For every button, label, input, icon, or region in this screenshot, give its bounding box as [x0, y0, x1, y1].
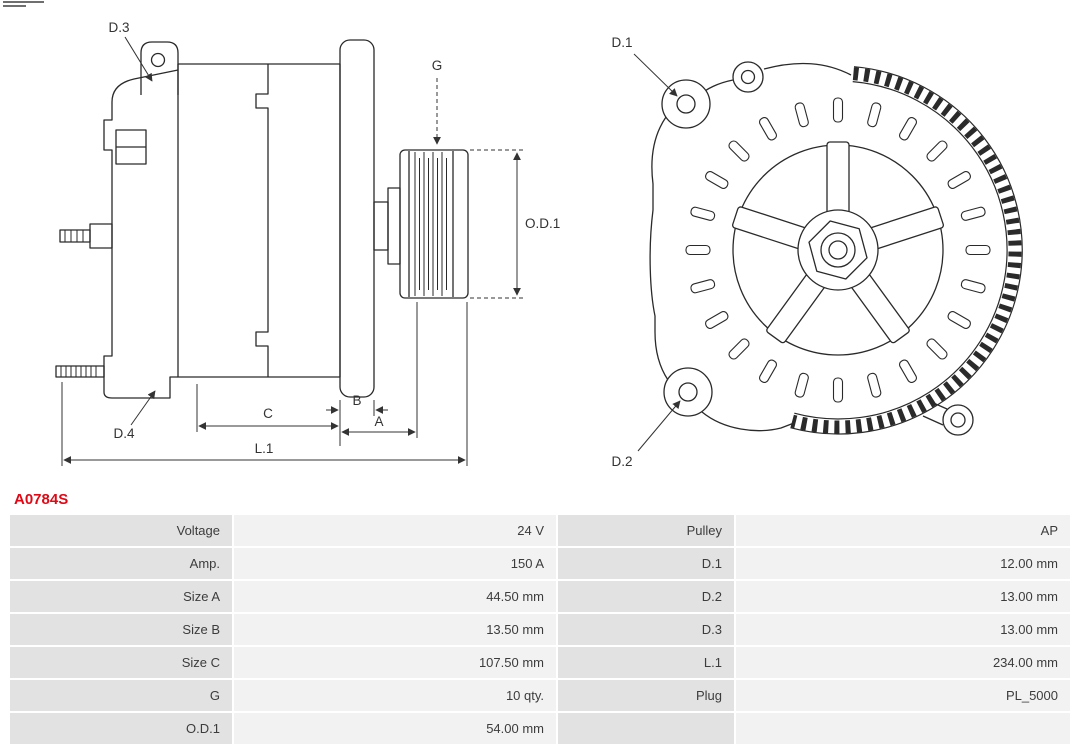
spec-label-cell — [558, 713, 734, 744]
dim-label-g: G — [432, 58, 443, 73]
mounting-hole-d2 — [678, 382, 698, 402]
spec-value-cell: 234.00 mm — [736, 647, 1070, 678]
spec-label-cell: Voltage — [10, 515, 232, 546]
d1-arrow — [633, 53, 678, 97]
threaded-stud — [55, 365, 105, 378]
pulley — [399, 149, 469, 299]
spec-label-cell: D.1 — [558, 548, 734, 579]
technical-drawing: D.3 D.4 G O.D.1 C B A L.1 — [3, 1, 1023, 469]
ear-hole — [150, 52, 166, 68]
vent-slots — [685, 97, 991, 403]
spec-label-cell: D.3 — [558, 614, 734, 645]
spec-value-cell: 12.00 mm — [736, 548, 1070, 579]
spec-value-cell: PL_5000 — [736, 680, 1070, 711]
spec-label-cell: Pulley — [558, 515, 734, 546]
spec-label-cell: Size A — [10, 581, 232, 612]
shaft-hub — [797, 209, 879, 291]
spec-value-cell: 150 A — [234, 548, 556, 579]
spec-value-cell — [736, 713, 1070, 744]
spec-label-cell: G — [10, 680, 232, 711]
side-view-drawing: D.3 D.4 G O.D.1 C B A L.1 — [55, 20, 560, 466]
housing-joint — [255, 64, 269, 377]
spec-label-cell: Amp. — [10, 548, 232, 579]
spec-value-cell: 24 V — [234, 515, 556, 546]
terminal-boss — [89, 223, 113, 249]
spec-value-cell: 13.00 mm — [736, 581, 1070, 612]
stator-body — [177, 63, 341, 378]
foot-boss — [942, 404, 974, 436]
foot-hole — [950, 412, 966, 428]
dim-label-c: C — [263, 406, 273, 421]
rear-view-drawing: D.1 D.2 — [611, 35, 1023, 469]
top-boss — [732, 61, 764, 93]
spec-value-cell: 13.00 mm — [736, 614, 1070, 645]
d2-arrow — [637, 400, 681, 452]
spec-label-cell: Size B — [10, 614, 232, 645]
mounting-hole-d1 — [676, 94, 696, 114]
dim-label-d1: D.1 — [611, 35, 632, 50]
shaft-step — [373, 201, 389, 251]
d3-arrow — [124, 36, 153, 82]
dim-label-d4: D.4 — [113, 426, 135, 441]
cropped-ui-artifact — [3, 1, 44, 7]
front-bracket — [339, 39, 375, 398]
spec-table: Voltage 24 V Pulley AP Amp. 150 A D.1 12… — [10, 515, 1070, 744]
spec-value-cell: 10 qty. — [234, 680, 556, 711]
top-boss-hole — [740, 69, 756, 85]
spec-label-cell: Size C — [10, 647, 232, 678]
rear-housing — [103, 69, 179, 399]
dim-label-d3: D.3 — [108, 20, 129, 35]
fan-spokes — [732, 141, 944, 344]
dim-label-b: B — [352, 393, 361, 408]
part-number: A0784S — [14, 491, 69, 508]
mounting-ear-top — [140, 41, 179, 95]
terminal-stud — [59, 229, 91, 243]
spec-value-cell: AP — [736, 515, 1070, 546]
dim-label-l1: L.1 — [255, 441, 274, 456]
dim-label-d2: D.2 — [611, 454, 632, 469]
spec-label-cell: D.2 — [558, 581, 734, 612]
dim-label-od1: O.D.1 — [525, 216, 560, 231]
spec-value-cell: 44.50 mm — [234, 581, 556, 612]
spec-value-cell: 54.00 mm — [234, 713, 556, 744]
serration-teeth — [790, 67, 1022, 434]
shaft-spacer — [387, 187, 401, 265]
spec-label-cell: L.1 — [558, 647, 734, 678]
spec-label-cell: O.D.1 — [10, 713, 232, 744]
dim-label-a: A — [374, 414, 383, 429]
d4-arrow — [130, 390, 156, 426]
spec-label-cell: Plug — [558, 680, 734, 711]
mounting-boss-d1 — [661, 79, 711, 129]
mounting-boss-d2 — [663, 367, 713, 417]
spec-value-cell: 107.50 mm — [234, 647, 556, 678]
spec-value-cell: 13.50 mm — [234, 614, 556, 645]
